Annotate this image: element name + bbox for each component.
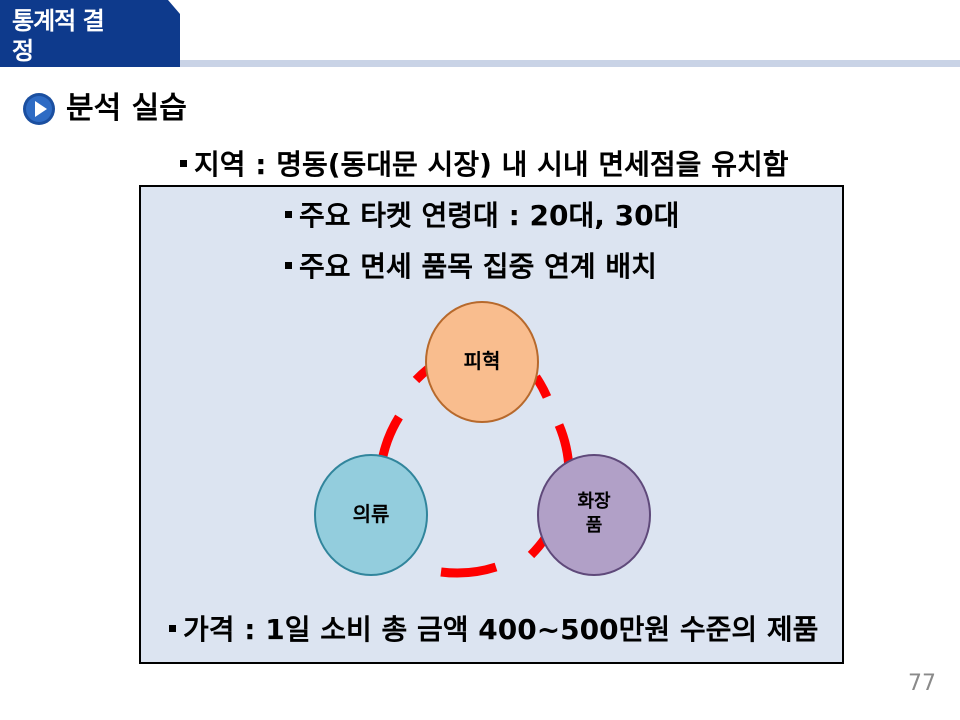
bullet-square-icon <box>169 624 176 632</box>
header-tab: 통계적 결정 <box>0 0 180 67</box>
content-panel: 주요 타켓 연령대 : 20대, 30대 주요 면세 품목 집중 연계 배치 피… <box>139 185 844 664</box>
bullet-target-age: 주요 타켓 연령대 : 20대, 30대 <box>285 197 679 235</box>
bullet-target-age-text: 주요 타켓 연령대 : 20대, 30대 <box>299 199 680 232</box>
bullet-price-text: 가격 : 1일 소비 총 금액 400~500만원 수준의 제품 <box>183 613 819 646</box>
play-circle-icon <box>23 93 55 125</box>
node-cosmetics: 화장 품 <box>537 454 651 576</box>
bullet-square-icon <box>180 159 187 167</box>
bullet-price: 가격 : 1일 소비 총 금액 400~500만원 수준의 제품 <box>169 611 818 649</box>
node-leather: 피혁 <box>425 301 539 423</box>
node-clothing-label: 의류 <box>353 502 390 526</box>
cycle-arrow-leather-to-cosmetics <box>532 374 552 399</box>
bullet-square-icon <box>285 261 292 269</box>
section-title: 분석 실습 <box>66 91 187 126</box>
node-clothing: 의류 <box>314 454 428 576</box>
page-number: 77 <box>908 671 936 696</box>
bullet-region-text: 지역 : 명동(동대문 시장) 내 시내 면세점을 유치함 <box>194 148 789 181</box>
cycle-arrow-bottom <box>440 562 498 578</box>
bullet-placement: 주요 면세 품목 집중 연계 배치 <box>285 248 657 286</box>
bullet-region: 지역 : 명동(동대문 시장) 내 시내 면세점을 유치함 <box>180 146 788 184</box>
header-rule <box>180 60 960 67</box>
bullet-square-icon <box>285 210 292 218</box>
node-cosmetics-label-line1: 화장 <box>577 491 611 512</box>
node-cosmetics-label-line2: 품 <box>586 515 603 536</box>
bullet-placement-text: 주요 면세 품목 집중 연계 배치 <box>299 250 657 283</box>
node-leather-label: 피혁 <box>464 349 501 373</box>
header-tab-text: 통계적 결정 <box>12 7 105 65</box>
product-cycle-diagram: 피혁 화장 품 의류 <box>314 301 651 578</box>
